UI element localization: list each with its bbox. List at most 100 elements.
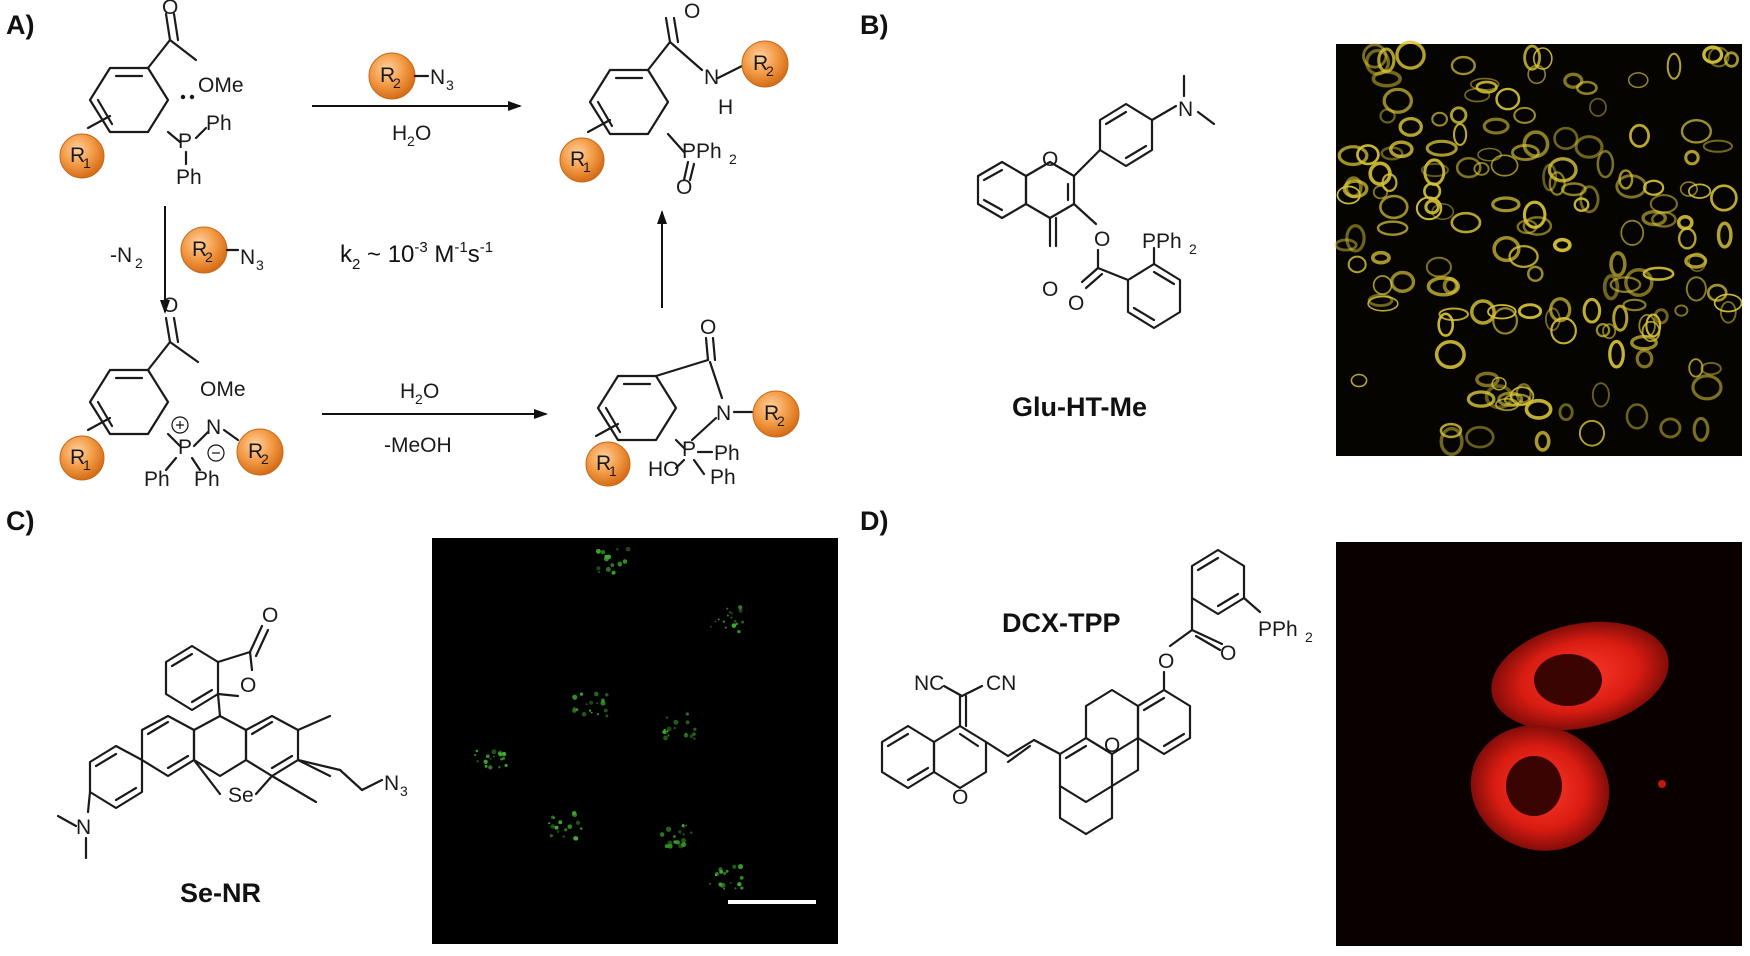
svg-text:O: O [1042, 278, 1058, 301]
green-speck [667, 843, 673, 849]
yellow-cell [1552, 237, 1572, 253]
yellow-cell [1688, 252, 1707, 272]
yellow-cell [1627, 72, 1649, 89]
yellow-cell [1482, 117, 1510, 135]
yellow-cell [1706, 283, 1728, 302]
micrograph-red [1336, 542, 1742, 946]
green-speck [673, 835, 676, 838]
green-speck [549, 834, 553, 838]
yellow-cell [1688, 358, 1704, 378]
green-speck [611, 570, 616, 575]
green-speck [600, 700, 606, 706]
green-speck [595, 548, 601, 554]
yellow-cell [1450, 55, 1476, 76]
svg-text:O: O [423, 380, 439, 403]
yellow-cell [1439, 426, 1464, 457]
green-speck [673, 719, 679, 725]
yellow-cell [1544, 307, 1561, 332]
yellow-cell [1716, 221, 1733, 249]
svg-text:2: 2 [729, 151, 737, 167]
red-cell-1-nucleus [1534, 654, 1602, 706]
yellow-cell [1426, 276, 1461, 297]
green-speck [491, 749, 497, 755]
svg-text:-MeOH: -MeOH [384, 434, 452, 457]
green-speck [572, 694, 578, 700]
yellow-cell [1390, 270, 1416, 293]
yellow-cell [1630, 334, 1658, 351]
green-speck [662, 730, 666, 734]
svg-text:PPh: PPh [1258, 618, 1298, 641]
yellow-cell [1345, 224, 1366, 253]
red-cell-2-nucleus [1506, 756, 1562, 816]
green-speck [581, 711, 587, 717]
svg-text:3: 3 [400, 783, 408, 799]
green-speck [485, 754, 490, 759]
yellow-cell [1438, 307, 1469, 322]
yellow-cell [1455, 156, 1482, 179]
green-speck [596, 702, 599, 705]
green-speck [610, 563, 615, 567]
green-speck [501, 751, 507, 757]
svg-text:Ph: Ph [714, 442, 740, 465]
phosphine-ester-structure: O OMe P Ph Ph R 1 [59, 0, 244, 189]
svg-text:OMe: OMe [200, 378, 246, 401]
aza-ylide-structure: O OMe P N R 2 Ph Ph R 1 [59, 294, 284, 491]
yellow-cell [1344, 176, 1363, 199]
yellow-cell [1420, 163, 1449, 178]
green-speck [504, 763, 508, 767]
yellow-cell [1371, 70, 1402, 88]
yellow-cell [1425, 256, 1452, 278]
yellow-cell [1534, 430, 1551, 452]
yellow-cell [1680, 119, 1712, 144]
green-speck [554, 825, 559, 830]
svg-text:N: N [240, 246, 255, 269]
yellow-cell [1434, 340, 1466, 370]
yellow-cell [1679, 181, 1698, 197]
water-top: H 2 O [392, 122, 431, 149]
green-speck [572, 812, 578, 818]
green-speck [489, 757, 492, 760]
green-speck [709, 625, 712, 628]
svg-text:3: 3 [256, 257, 264, 273]
yellow-cell [1659, 417, 1682, 439]
yellow-cell [1624, 267, 1654, 297]
water-bottom: H 2 O -MeOH [384, 380, 452, 457]
red-spot [1658, 780, 1666, 788]
green-speck [692, 732, 696, 736]
green-speck [596, 566, 601, 571]
green-speck [572, 708, 577, 713]
green-speck [493, 755, 495, 758]
green-speck [675, 840, 680, 845]
green-speck [593, 691, 599, 697]
yellow-cell [1372, 185, 1389, 200]
yellow-cell [1452, 123, 1468, 147]
yellow-cell [1649, 194, 1678, 214]
green-speck [685, 720, 690, 725]
green-speck [498, 752, 503, 757]
green-speck [498, 765, 501, 769]
green-speck [678, 830, 682, 834]
yellow-cell [1475, 371, 1500, 388]
green-speck [605, 566, 611, 572]
green-speck [685, 824, 688, 827]
yellow-cell [1563, 72, 1584, 89]
svg-text:R: R [596, 452, 611, 475]
svg-text:N: N [76, 816, 91, 839]
green-speck [714, 620, 717, 623]
yellow-cell [1548, 171, 1566, 196]
green-speck [484, 764, 488, 768]
svg-text:HO: HO [648, 458, 680, 481]
green-speck [579, 692, 584, 696]
svg-text:O: O [676, 176, 692, 199]
svg-text:3: 3 [446, 77, 454, 93]
svg-text:R: R [380, 64, 395, 87]
svg-text:R: R [192, 238, 207, 261]
svg-text:N: N [206, 416, 221, 439]
yellow-cell [1475, 80, 1498, 94]
yellow-cell [1431, 111, 1449, 127]
svg-text:O: O [1158, 650, 1174, 673]
green-speck [735, 622, 738, 626]
green-speck [731, 612, 734, 615]
yellow-cell [1382, 87, 1414, 114]
svg-text:2: 2 [261, 451, 269, 467]
